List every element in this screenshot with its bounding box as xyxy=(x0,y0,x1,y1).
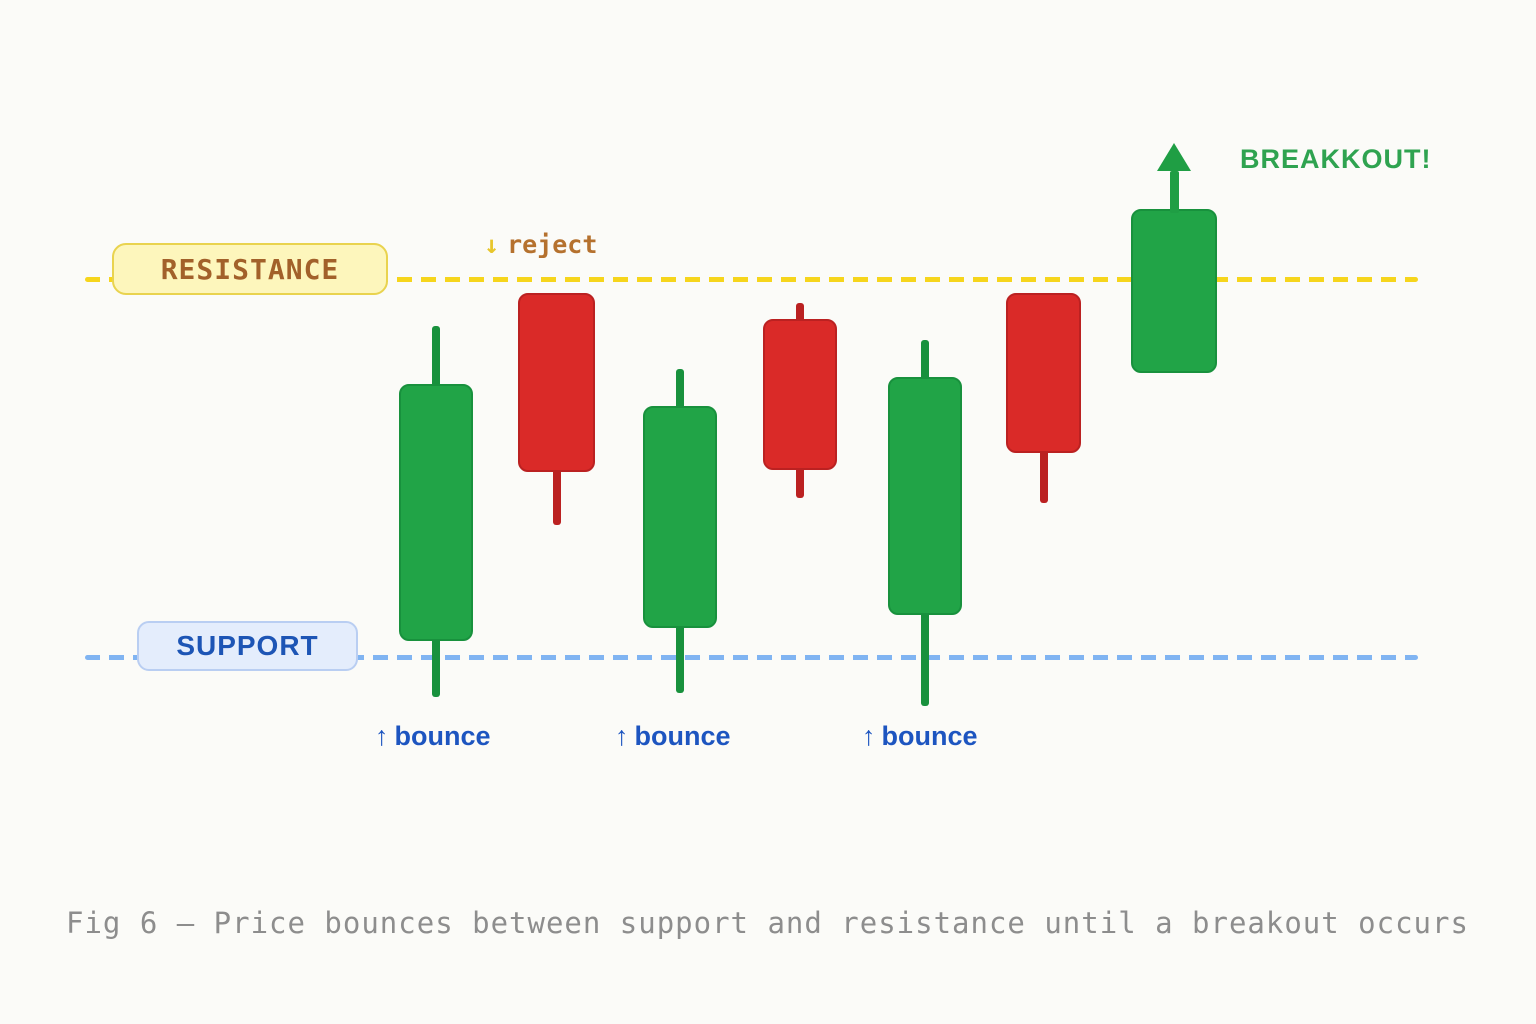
reject-label: reject xyxy=(507,230,598,259)
breakout-label: BREAKKOUT! xyxy=(1240,144,1432,174)
resistance-badge: RESISTANCE xyxy=(112,243,388,295)
reject-annotation: ↓reject xyxy=(484,229,597,261)
down-arrow-icon: ↓ xyxy=(484,230,500,259)
support-badge: SUPPORT xyxy=(137,621,358,671)
bullish-candle-body xyxy=(643,406,717,628)
bounce-annotation: ↑bounce xyxy=(862,720,978,752)
figure-caption: Fig 6 — Price bounces between support an… xyxy=(66,906,1469,940)
bullish-candle-body xyxy=(888,377,962,615)
support-label: SUPPORT xyxy=(176,630,319,661)
bounce-label: bounce xyxy=(394,721,491,751)
bullish-candle-body xyxy=(399,384,473,641)
bearish-candle-body xyxy=(763,319,837,470)
resistance-line xyxy=(85,277,1418,282)
resistance-label: RESISTANCE xyxy=(160,252,340,286)
breakout-arrow-stem xyxy=(1169,171,1179,213)
up-arrow-icon: ↑ xyxy=(862,721,876,751)
bounce-label: bounce xyxy=(634,721,731,751)
up-arrow-icon: ↑ xyxy=(615,721,629,751)
bounce-annotation: ↑bounce xyxy=(615,720,731,752)
breakout-annotation: BREAKKOUT! xyxy=(1240,144,1432,174)
support-line xyxy=(85,655,1418,660)
bounce-label: bounce xyxy=(881,721,978,751)
bullish-candle-body xyxy=(1131,209,1217,373)
up-arrow-icon: ↑ xyxy=(375,721,389,751)
bearish-candle-body xyxy=(1006,293,1081,453)
bearish-candle-body xyxy=(518,293,595,472)
breakout-arrow-icon xyxy=(1157,143,1191,171)
bounce-annotation: ↑bounce xyxy=(375,720,491,752)
